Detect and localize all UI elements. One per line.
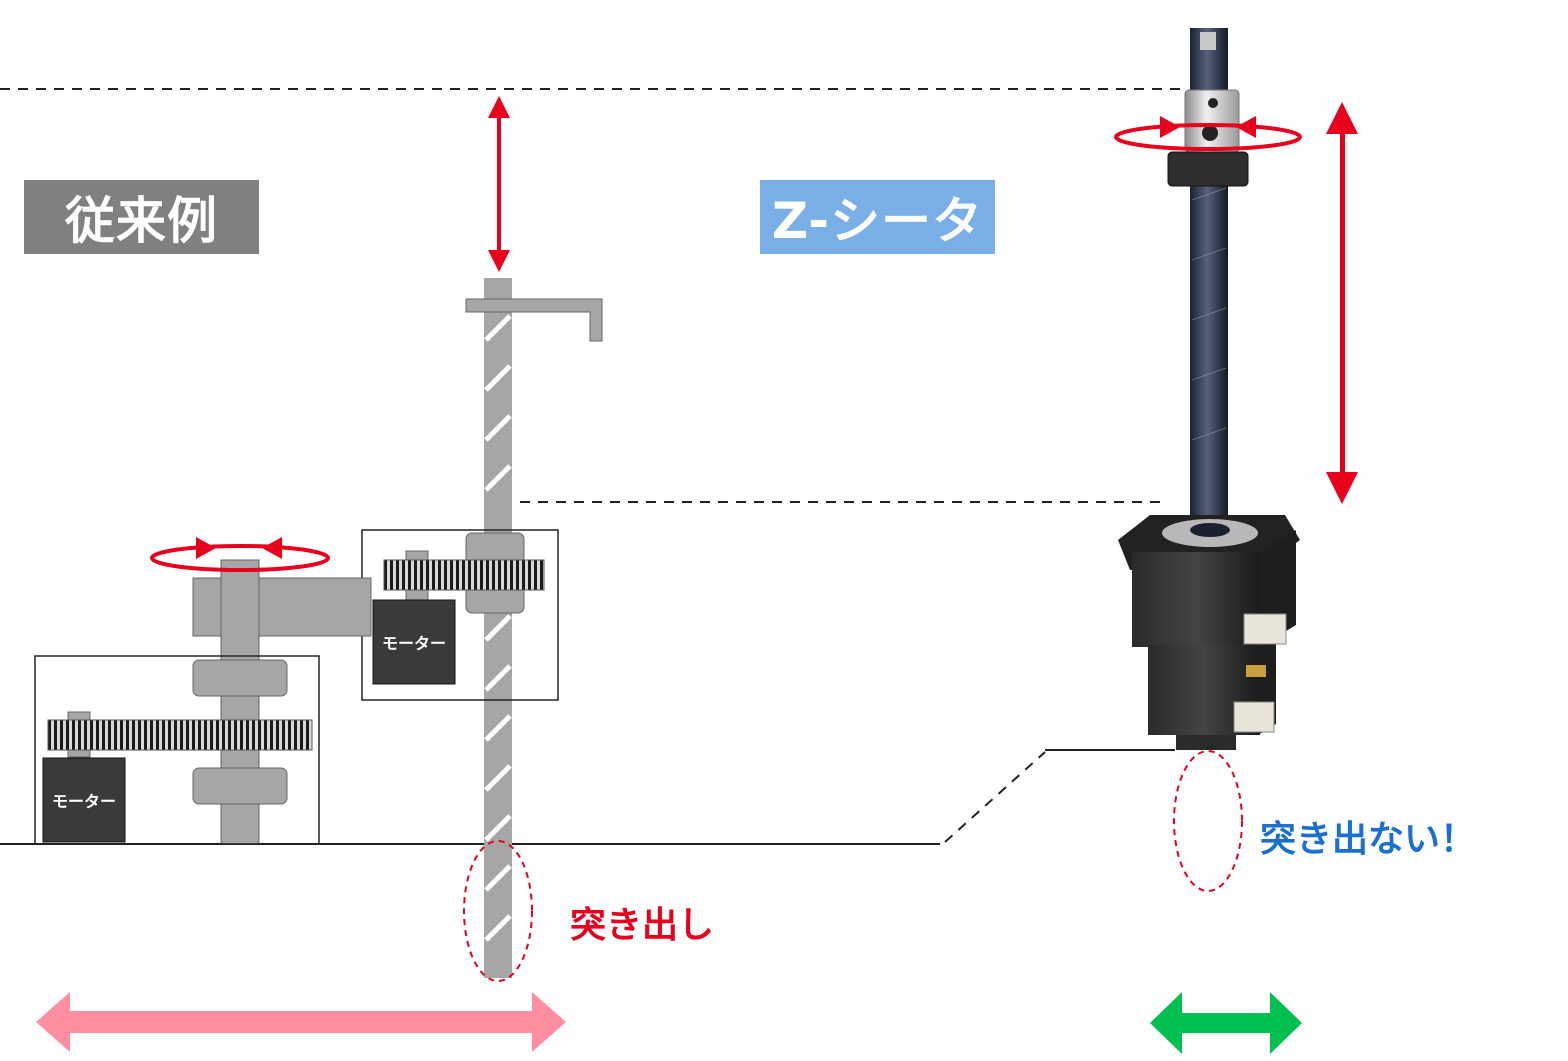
- upper-motor: [372, 599, 456, 685]
- conventional-screw-shaft: [484, 278, 512, 978]
- ztheta-label: Z-シータ: [760, 180, 995, 254]
- lower-gearbox-frame: [34, 655, 320, 845]
- ztheta-motor: [1118, 515, 1300, 750]
- upper-motor-label: モーター: [381, 634, 446, 653]
- base-dashed-connector: [944, 751, 1046, 843]
- conventional-label: 従来例: [24, 180, 259, 254]
- no-protrusion-highlight: [1173, 750, 1243, 892]
- protrudes-label: 突き出し: [570, 905, 715, 946]
- ztheta-width-arrow: [1150, 992, 1302, 1054]
- ztheta-stroke-arrow: [1326, 102, 1358, 504]
- protrusion-highlight: [463, 840, 533, 982]
- rotation-ellipse-icon: [150, 544, 330, 572]
- ztheta-nut: [1167, 151, 1249, 187]
- conventional-arm: [465, 298, 603, 342]
- lower-motor-label: モーター: [51, 792, 116, 811]
- no-protrude-label: 突き出ない！: [1260, 819, 1477, 860]
- rotation-ellipse-icon: [1114, 123, 1302, 151]
- conventional-stroke-arrow: [488, 96, 510, 272]
- conventional-beam: [192, 577, 372, 637]
- lower-motor: [42, 757, 126, 843]
- conventional-width-arrow: [36, 992, 566, 1052]
